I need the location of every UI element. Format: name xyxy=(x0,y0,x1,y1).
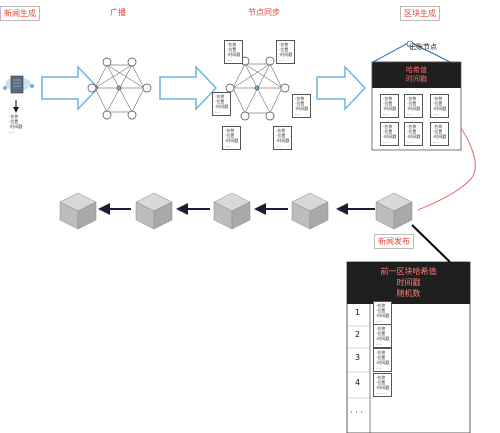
row-number: 3 xyxy=(355,353,361,362)
chain-block-5 xyxy=(375,192,413,230)
broadcast-nodes xyxy=(87,57,152,120)
server-note: ·名称·位置·时间戳.... xyxy=(9,114,23,134)
chain-table-header: 前一区块哈希值 时间戳 随机数 xyxy=(347,266,470,299)
sync-note: ·名称·位置·时间戳.... xyxy=(212,92,232,116)
block-note: ·名称·位置·时间戳.... xyxy=(404,94,424,118)
sync-note: ·名称·位置·时间戳.... xyxy=(276,40,296,64)
chain-block-2 xyxy=(135,192,173,230)
publish-connector xyxy=(411,224,451,263)
block-note: ·名称·位置·时间戳.... xyxy=(430,122,450,146)
row-number: 4 xyxy=(355,378,361,387)
label-block-generate: 区块生成 xyxy=(400,6,440,21)
server-icon xyxy=(3,75,34,113)
chain-block-3 xyxy=(213,192,251,230)
sync-nodes xyxy=(225,56,290,121)
block-header: 哈希值时间戳 xyxy=(406,66,427,83)
sync-note: ·名称·位置·时间戳.... xyxy=(273,126,293,150)
row-note: ·名称·位置·时间戳.... xyxy=(373,373,393,397)
block-note: ·名称·位置·时间戳.... xyxy=(380,94,400,118)
label-accounting-node: 记账节点 xyxy=(409,43,437,51)
sync-note: ·名称·位置·时间戳.... xyxy=(222,126,242,150)
block-note: ·名称·位置·时间戳.... xyxy=(404,122,424,146)
block-note: ·名称·位置·时间戳.... xyxy=(380,122,400,146)
block-house xyxy=(371,40,462,151)
label-node-sync: 节点同步 xyxy=(248,8,280,17)
publish-curve xyxy=(417,127,476,211)
row-number: 1 xyxy=(355,308,361,317)
chain-block-1 xyxy=(59,192,97,230)
flow-arrow-1 xyxy=(41,65,100,111)
row-ellipsis: · · · xyxy=(350,408,363,417)
sync-note: ·名称·位置·时间戳.... xyxy=(292,94,312,118)
row-number: 2 xyxy=(355,330,361,339)
label-news-publish: 新闻发布 xyxy=(374,234,414,249)
block-note: ·名称·位置·时间戳.... xyxy=(430,94,450,118)
row-note: ·名称·位置·时间戳.... xyxy=(373,324,393,348)
row-note: ·名称·位置·时间戳.... xyxy=(373,301,393,325)
chain-block-4 xyxy=(291,192,329,230)
label-broadcast: 广播 xyxy=(110,8,126,17)
row-note: ·名称·位置·时间戳.... xyxy=(373,348,393,372)
label-news-generate: 新闻生成 xyxy=(0,6,40,21)
flow-arrow-2 xyxy=(159,65,218,111)
flow-arrow-3 xyxy=(316,65,367,111)
sync-note: ·名称·位置·时间戳.... xyxy=(224,40,244,64)
